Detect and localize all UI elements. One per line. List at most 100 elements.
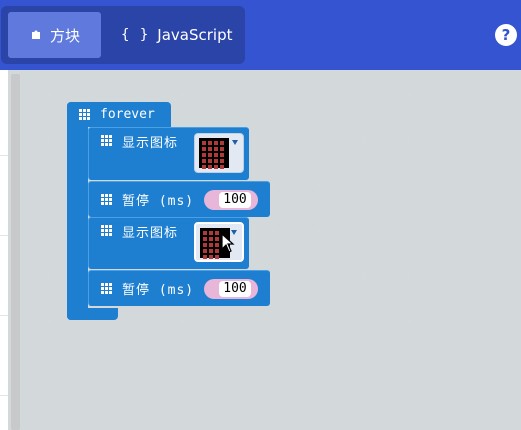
led-dot	[214, 147, 218, 151]
led-dot	[202, 147, 206, 151]
grid-cross	[315, 317, 322, 324]
grid-cross	[135, 407, 142, 414]
pause-duration-input[interactable]: 100	[204, 190, 258, 210]
chevron-down-icon	[231, 230, 237, 235]
led-dot	[214, 165, 218, 169]
grid-cross	[270, 272, 277, 279]
grid-cross	[405, 182, 412, 189]
led-dot	[209, 243, 213, 247]
led-dot	[208, 165, 212, 169]
pause-duration-input[interactable]: 100	[204, 279, 258, 299]
grid-cross	[450, 92, 457, 99]
grid-icon	[101, 283, 113, 294]
led-dot	[215, 249, 219, 253]
grid-cross	[225, 317, 232, 324]
grid-cross	[495, 317, 502, 324]
grid-cross	[360, 227, 367, 234]
icon-dropdown[interactable]	[194, 133, 244, 173]
grid-cross	[45, 227, 52, 234]
grid-cross	[45, 272, 52, 279]
grid-cross	[225, 362, 232, 369]
grid-cross	[45, 362, 52, 369]
grid-icon	[101, 194, 113, 205]
grid-cross	[135, 92, 142, 99]
pause-duration-value[interactable]: 100	[219, 192, 251, 208]
grid-cross	[45, 137, 52, 144]
pause-duration-value[interactable]: 100	[219, 281, 251, 297]
led-dot	[220, 159, 224, 163]
grid-cross	[180, 407, 187, 414]
grid-cross	[405, 137, 412, 144]
editor-mode-switch: 方块 { } JavaScript	[1, 6, 245, 64]
grid-icon	[79, 109, 91, 120]
mouse-cursor-icon	[221, 233, 235, 253]
grid-cross	[450, 317, 457, 324]
pause-block[interactable]: 暂停 (ms)	[88, 270, 270, 306]
toolbox-separator	[0, 315, 8, 316]
grid-cross	[90, 317, 97, 324]
led-dot	[209, 249, 213, 253]
tab-javascript-label: JavaScript	[157, 26, 233, 44]
grid-cross	[495, 407, 502, 414]
grid-cross	[225, 92, 232, 99]
led-dot	[209, 237, 213, 241]
workspace-scrollbar[interactable]	[11, 74, 20, 430]
grid-cross	[45, 317, 52, 324]
toolbox-separator	[0, 235, 8, 236]
led-dot	[215, 243, 219, 247]
grid-cross	[315, 137, 322, 144]
led-dot	[203, 249, 207, 253]
grid-cross	[270, 227, 277, 234]
grid-cross	[450, 227, 457, 234]
grid-cross	[270, 407, 277, 414]
grid-cross	[315, 272, 322, 279]
grid-icon	[101, 135, 113, 146]
show-icon-label: 显示图标	[122, 136, 179, 151]
grid-cross	[360, 182, 367, 189]
grid-cross	[360, 137, 367, 144]
led-dot	[215, 231, 219, 235]
show-icon-label: 显示图标	[122, 226, 179, 241]
grid-cross	[270, 137, 277, 144]
led-dot	[202, 165, 206, 169]
grid-cross	[405, 272, 412, 279]
braces-icon: { }	[121, 27, 150, 43]
toolbox-separator	[0, 395, 8, 396]
grid-cross	[315, 182, 322, 189]
forever-block-body[interactable]	[67, 102, 88, 320]
grid-cross	[495, 272, 502, 279]
grid-cross	[495, 227, 502, 234]
led-dot	[220, 165, 224, 169]
grid-cross	[135, 317, 142, 324]
led-dot	[220, 147, 224, 151]
grid-cross	[315, 227, 322, 234]
forever-block-foot[interactable]	[67, 308, 118, 320]
grid-cross	[90, 407, 97, 414]
grid-cross	[90, 362, 97, 369]
led-dot	[214, 159, 218, 163]
editor-header: 方块 { } JavaScript ?	[0, 0, 521, 70]
grid-cross	[360, 92, 367, 99]
tab-javascript[interactable]: { } JavaScript	[111, 12, 241, 58]
grid-cross	[450, 137, 457, 144]
grid-cross	[405, 227, 412, 234]
grid-cross	[495, 362, 502, 369]
icon-dropdown[interactable]	[194, 222, 244, 262]
forever-block[interactable]: forever	[67, 102, 171, 127]
help-icon[interactable]: ?	[495, 24, 517, 46]
grid-cross	[405, 92, 412, 99]
toolbox-separator	[0, 155, 8, 156]
led-dot	[203, 255, 207, 259]
grid-cross	[315, 362, 322, 369]
led-dot	[214, 153, 218, 157]
grid-cross	[45, 407, 52, 414]
grid-icon	[101, 225, 113, 236]
led-icon-preview	[199, 138, 229, 169]
grid-cross	[180, 92, 187, 99]
grid-cross	[495, 92, 502, 99]
grid-cross	[360, 407, 367, 414]
led-dot	[202, 153, 206, 157]
led-dot	[220, 153, 224, 157]
tab-blocks[interactable]: 方块	[8, 12, 101, 58]
grid-cross	[405, 317, 412, 324]
